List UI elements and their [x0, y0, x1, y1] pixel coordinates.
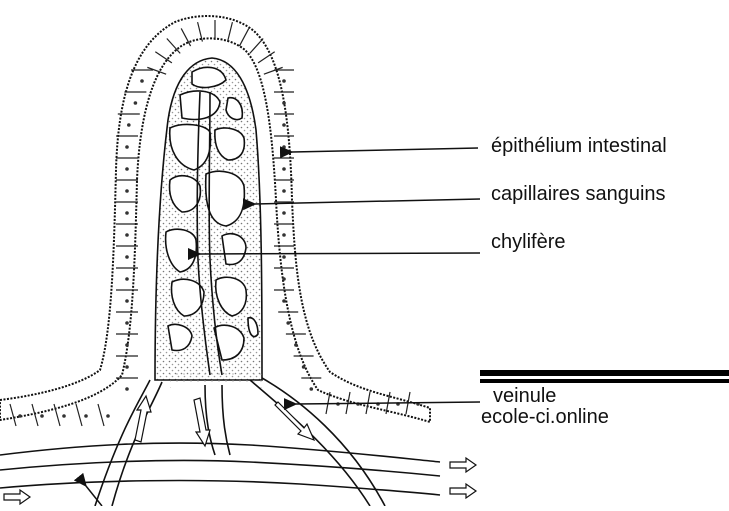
- label-epithelium: épithélium intestinal: [491, 136, 667, 156]
- label-capillaries: capillaires sanguins: [491, 184, 666, 204]
- label-bar: [480, 370, 729, 383]
- watermark-text: ecole-ci.online: [481, 407, 609, 427]
- label-lacteal: chylifère: [491, 232, 565, 252]
- label-venule: veinule: [493, 386, 556, 406]
